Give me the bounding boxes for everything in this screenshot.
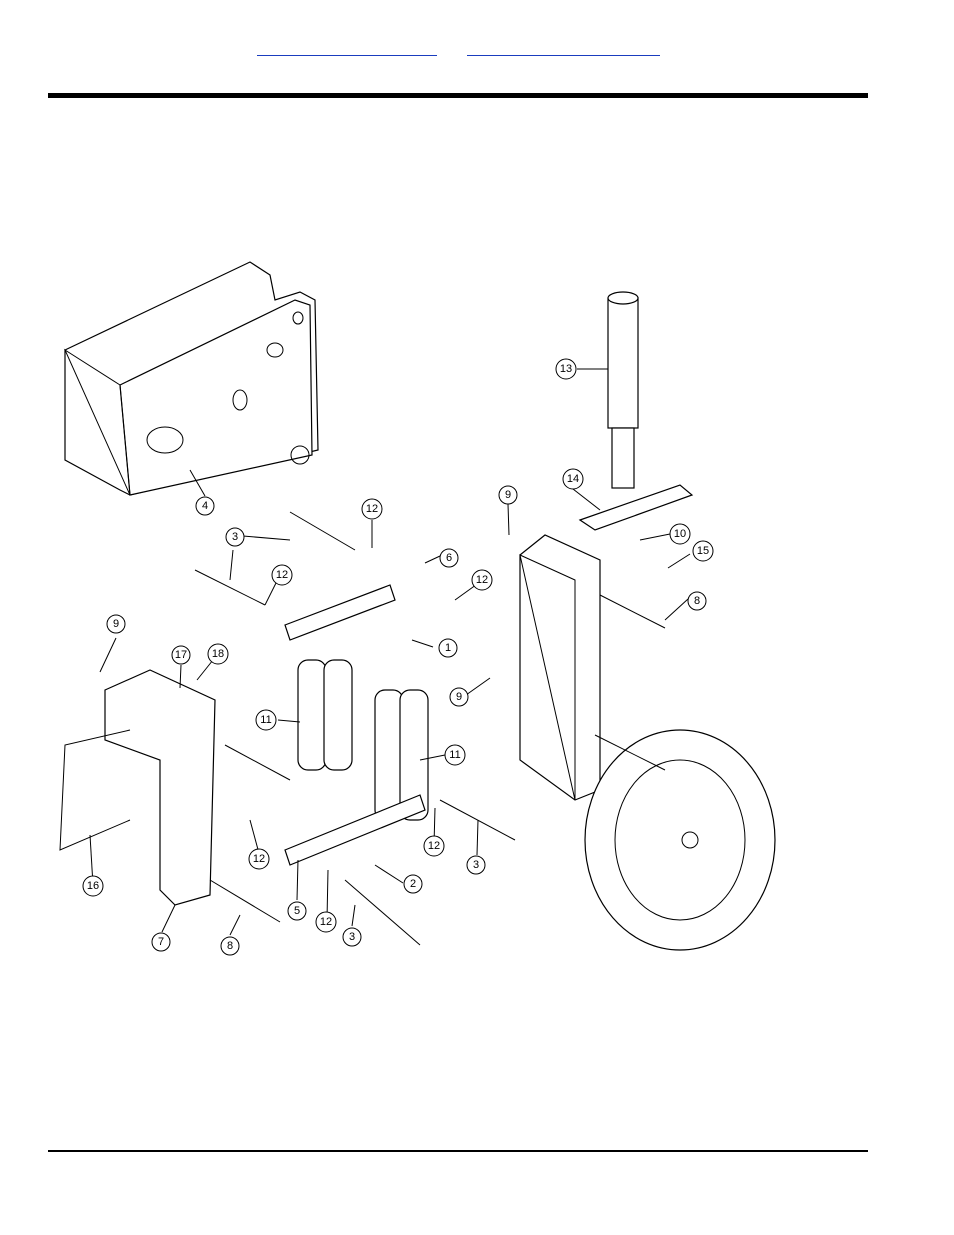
callout-3b: 3 xyxy=(466,855,486,875)
svg-text:2: 2 xyxy=(410,878,416,890)
shank-drawing xyxy=(519,534,601,801)
svg-text:4: 4 xyxy=(202,500,208,512)
svg-text:8: 8 xyxy=(227,940,233,952)
svg-text:9: 9 xyxy=(456,691,462,703)
callout-4: 4 xyxy=(195,496,215,516)
svg-text:11: 11 xyxy=(260,714,271,726)
svg-text:14: 14 xyxy=(567,473,579,485)
callout-14: 14 xyxy=(562,468,584,490)
svg-text:3: 3 xyxy=(349,931,355,943)
svg-text:12: 12 xyxy=(320,916,332,928)
svg-text:12: 12 xyxy=(428,840,440,852)
callout-11b: 11 xyxy=(444,744,466,766)
footer-rule xyxy=(48,1150,868,1152)
callout-7: 7 xyxy=(151,932,171,952)
callout-13: 13 xyxy=(555,358,577,380)
callout-12b: 12 xyxy=(271,564,293,586)
pins-drawing xyxy=(194,511,516,946)
header-link-1[interactable] xyxy=(257,41,437,56)
callout-8b: 8 xyxy=(687,591,707,611)
callout-3a: 3 xyxy=(225,527,245,547)
svg-text:3: 3 xyxy=(232,531,238,543)
callout-12c: 12 xyxy=(471,569,493,591)
callout-16: 16 xyxy=(82,875,104,897)
header-rule xyxy=(48,93,868,98)
callout-11a: 11 xyxy=(255,709,277,731)
threaded-rod-drawing xyxy=(607,291,639,489)
callout-8a: 8 xyxy=(220,936,240,956)
svg-text:16: 16 xyxy=(87,880,99,892)
callout-18: 18 xyxy=(207,643,229,665)
left-plate-drawing xyxy=(104,669,216,906)
svg-text:9: 9 xyxy=(505,489,511,501)
svg-text:12: 12 xyxy=(366,503,378,515)
svg-text:6: 6 xyxy=(446,552,452,564)
mounting-bracket-drawing xyxy=(63,261,319,496)
callout-3c: 3 xyxy=(342,927,362,947)
svg-text:9: 9 xyxy=(113,618,119,630)
callout-12a: 12 xyxy=(361,498,383,520)
svg-text:12: 12 xyxy=(276,569,288,581)
callout-17: 17 xyxy=(171,645,191,665)
callout-12f: 12 xyxy=(315,911,337,933)
callout-12e: 12 xyxy=(423,835,445,857)
lower-arm-drawing xyxy=(284,794,426,866)
springs-drawing xyxy=(297,659,429,821)
svg-text:5: 5 xyxy=(294,905,300,917)
callout-2: 2 xyxy=(403,874,423,894)
callout-15: 15 xyxy=(692,540,714,562)
disc-wheel-drawing xyxy=(584,729,776,951)
svg-text:1: 1 xyxy=(445,642,451,654)
svg-text:3: 3 xyxy=(473,859,479,871)
svg-text:8: 8 xyxy=(694,595,700,607)
plate-drawing xyxy=(578,484,694,531)
svg-text:13: 13 xyxy=(560,363,572,375)
svg-text:17: 17 xyxy=(175,649,187,661)
callout-6: 6 xyxy=(439,548,459,568)
callout-9a: 9 xyxy=(106,614,126,634)
callout-9c: 9 xyxy=(449,687,469,707)
svg-text:18: 18 xyxy=(212,648,224,660)
callout-1: 1 xyxy=(438,638,458,658)
u-bolt-drawing xyxy=(59,729,131,851)
callout-9b: 9 xyxy=(498,485,518,505)
callout-5: 5 xyxy=(287,901,307,921)
svg-text:7: 7 xyxy=(158,936,164,948)
svg-text:15: 15 xyxy=(697,545,709,557)
svg-text:12: 12 xyxy=(476,574,488,586)
callout-10: 10 xyxy=(669,523,691,545)
upper-arm-drawing xyxy=(284,584,396,641)
svg-text:10: 10 xyxy=(674,528,686,540)
header-link-2[interactable] xyxy=(467,41,660,56)
svg-text:12: 12 xyxy=(253,853,265,865)
callout-12d: 12 xyxy=(248,848,270,870)
bolts-drawing xyxy=(209,594,666,923)
svg-text:11: 11 xyxy=(449,749,460,761)
